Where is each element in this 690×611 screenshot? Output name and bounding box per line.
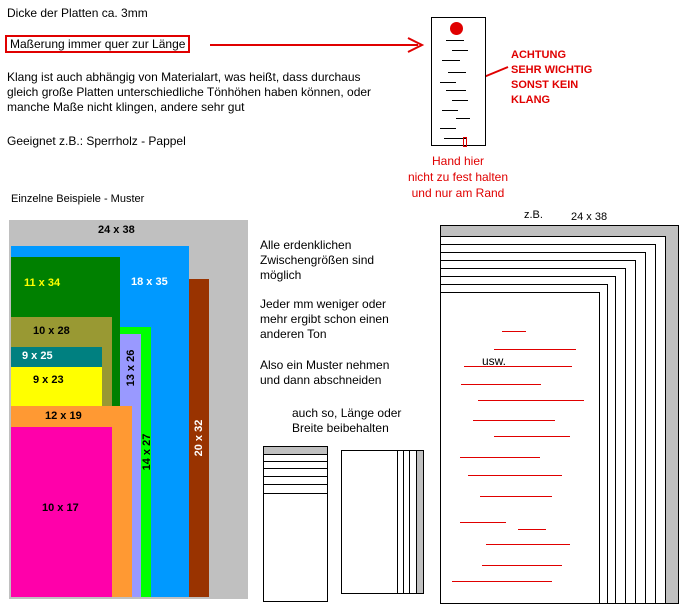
note-pattern: Also ein Muster nehmen und dann abschnei… bbox=[260, 358, 389, 388]
grain-line-red bbox=[468, 475, 562, 476]
hanging-hole-icon bbox=[450, 22, 463, 35]
note-sizes: Alle erdenklichen Zwischengrößen sind mö… bbox=[260, 238, 374, 283]
stack-keep-length-plate bbox=[341, 450, 398, 594]
grain-line-red bbox=[464, 366, 572, 367]
note-line: möglich bbox=[260, 268, 302, 282]
grain-line-red bbox=[494, 436, 570, 437]
plate-10x17 bbox=[11, 427, 112, 597]
plate-label-13x26: 13 x 26 bbox=[125, 349, 137, 387]
examples-title: Einzelne Beispiele - Muster bbox=[11, 193, 145, 205]
grain-line-red bbox=[473, 420, 555, 421]
grain-line-red bbox=[518, 529, 546, 530]
hold-note: Hand hier nicht zu fest halten und nur a… bbox=[398, 153, 518, 201]
grain-line bbox=[446, 90, 466, 91]
grain-line bbox=[444, 138, 466, 139]
plate-label-11x34: 11 x 34 bbox=[24, 277, 61, 289]
plate-sketch bbox=[431, 17, 486, 146]
grain-line bbox=[446, 40, 464, 41]
note-line: auch so, Länge oder bbox=[292, 406, 402, 420]
note-line: anderen Ton bbox=[260, 327, 327, 341]
warning-line: ACHTUNG bbox=[511, 49, 566, 61]
hold-line: und nur am Rand bbox=[411, 186, 505, 200]
suitable-note: Geeignet z.B.: Sperrholz - Pappel bbox=[7, 134, 186, 148]
plate-label-9x23: 9 x 23 bbox=[33, 374, 64, 386]
sound-note: Klang ist auch abhängig von Materialart,… bbox=[7, 70, 371, 115]
grain-line bbox=[456, 118, 470, 119]
grain-line-red bbox=[480, 496, 552, 497]
plate-label-9x25: 9 x 25 bbox=[22, 350, 53, 362]
grain-line-red bbox=[461, 384, 541, 385]
grain-note-text: Maßerung immer quer zur Länge bbox=[5, 35, 191, 53]
note-line: und dann abschneiden bbox=[260, 373, 382, 387]
plate-label-18x35: 18 x 35 bbox=[131, 276, 168, 288]
warning-line: SONST KEIN bbox=[511, 79, 579, 91]
grain-line-red bbox=[494, 349, 576, 350]
warning-line: KLANG bbox=[511, 94, 551, 106]
grain-line bbox=[442, 110, 458, 111]
zb-label: z.B. bbox=[524, 209, 543, 221]
note-mm: Jeder mm weniger oder mehr ergibt schon … bbox=[260, 297, 389, 342]
hand-hold-marker bbox=[463, 137, 467, 147]
grain-line bbox=[448, 72, 466, 73]
grain-line-red bbox=[482, 565, 562, 566]
sound-line: gleich große Platten unterschiedliche Tö… bbox=[7, 85, 372, 99]
grain-line bbox=[442, 60, 460, 61]
grain-line bbox=[440, 128, 456, 129]
grain-line-red bbox=[478, 400, 584, 401]
note-keep: auch so, Länge oder Breite beibehalten bbox=[292, 406, 401, 436]
grain-line bbox=[440, 82, 456, 83]
note-line: Alle erdenklichen bbox=[260, 238, 352, 252]
grain-line-red bbox=[452, 581, 552, 582]
grain-line bbox=[452, 100, 468, 101]
grain-arrow-head bbox=[407, 37, 425, 53]
sound-line: manche Maße nicht klingen, andere sehr g… bbox=[7, 100, 245, 114]
warning-line: SEHR WICHTIG bbox=[511, 64, 593, 76]
grain-line-red bbox=[460, 522, 506, 523]
grain-line bbox=[452, 50, 468, 51]
plate-20x32 bbox=[188, 279, 209, 597]
note-line: Zwischengrößen sind bbox=[260, 253, 375, 267]
grain-line-red bbox=[460, 457, 540, 458]
right-size-label: 24 x 38 bbox=[571, 211, 608, 223]
note-line: mehr ergibt schon einen bbox=[260, 312, 389, 326]
right-nested-plate bbox=[440, 292, 600, 604]
hold-line: nicht zu fest halten bbox=[407, 170, 509, 184]
plate-label-10x28: 10 x 28 bbox=[33, 325, 70, 337]
grain-note: Maßerung immer quer zur Länge bbox=[5, 35, 191, 53]
usw-label: usw. bbox=[482, 354, 507, 368]
grain-line-red bbox=[486, 544, 570, 545]
warning-note: ACHTUNG SEHR WICHTIG SONST KEIN KLANG bbox=[511, 48, 592, 108]
plate-label-10x17: 10 x 17 bbox=[42, 502, 79, 514]
thickness-note: Dicke der Platten ca. 3mm bbox=[7, 6, 148, 20]
plate-label-20x32: 20 x 32 bbox=[193, 419, 205, 457]
plate-label-12x19: 12 x 19 bbox=[45, 410, 82, 422]
note-line: Jeder mm weniger oder bbox=[260, 297, 387, 311]
hold-line: Hand hier bbox=[431, 154, 485, 168]
plate-label-24x38: 24 x 38 bbox=[98, 224, 135, 236]
note-line: Breite beibehalten bbox=[292, 421, 389, 435]
sound-line: Klang ist auch abhängig von Materialart,… bbox=[7, 70, 361, 84]
plate-label-14x27: 14 x 27 bbox=[141, 433, 153, 471]
note-line: Also ein Muster nehmen bbox=[260, 358, 390, 372]
stack-keep-width-plate bbox=[263, 493, 328, 602]
grain-line-red bbox=[502, 331, 526, 332]
